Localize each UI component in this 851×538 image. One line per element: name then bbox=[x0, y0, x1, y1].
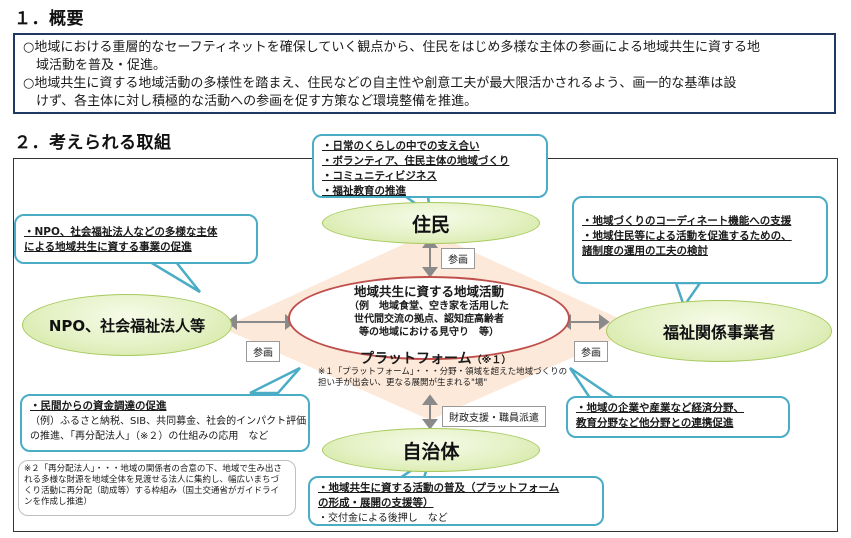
callout-line: ・交付金による後押し など bbox=[318, 513, 448, 524]
node-npo: NPO、社会福祉法人等 bbox=[22, 294, 232, 356]
callout-pointer-funding bbox=[249, 366, 301, 395]
callout-line: ・地域共生に資する活動の普及（プラットフォーム bbox=[318, 482, 560, 494]
center-activity-ellipse: 地域共生に資する地域活動 （例 地域食堂、空き家を活用した 世代間交流の拠点、認… bbox=[288, 276, 570, 360]
callout-funding: ・民間からの資金調達の促進 （例）ふるさと納税、SIB、共同募金、社会的インパク… bbox=[20, 394, 310, 452]
node-welfare: 福祉関係事業者 bbox=[606, 300, 832, 362]
overview-line: ○地域における重層的なセーフティネットを確保していく観点から、住民をはじめ多様な… bbox=[23, 40, 761, 55]
footnote-line: れる多様な財源を地域全体を見渡せる法人に集約し、幅広いまちづ bbox=[24, 475, 280, 485]
footnote-box: ※２「再分配法人」・・・地域の関係者の合意の下、地域で生み出さ れる多様な財源を… bbox=[18, 460, 296, 516]
callout-pointer-npo bbox=[145, 260, 201, 294]
callout-residents: ・日常のくらしの中での支え合い ・ボランティア、住民主体の地域づくり ・コミュニ… bbox=[312, 134, 548, 198]
center-title: 地域共生に資する地域活動 bbox=[353, 284, 504, 299]
node-municipality-label: 自治体 bbox=[402, 440, 460, 463]
callout-line: ・日常のくらしの中での支え合い bbox=[322, 140, 480, 152]
callout-line: ・NPO、社会福祉法人などの多様な主体 bbox=[24, 226, 218, 238]
platform-note-line: ※１「プラットフォーム」・・・分野・領域を超えた地域づくりの bbox=[318, 367, 568, 377]
callout-line: による地域共生に資する事業の促進 bbox=[24, 241, 192, 253]
tag-participation-top: 参画 bbox=[441, 248, 475, 269]
callout-funding-title: ・民間からの資金調達の促進 bbox=[30, 400, 167, 412]
tag-participation-right: 参画 bbox=[574, 341, 608, 362]
footnote-line: くり活動に再分配（助成等）する枠組み（国土交通省がガイドライ bbox=[24, 486, 280, 496]
callout-municipality: ・地域共生に資する活動の普及（プラットフォーム の形成・展開の支援等） ・交付金… bbox=[308, 476, 604, 526]
callout-welfare: ・地域づくりのコーディネート機能への支援 ・地域住民等による活動を促進するための… bbox=[572, 196, 828, 284]
center-line: 等の地域における見守り 等） bbox=[359, 327, 499, 338]
node-welfare-label: 福祉関係事業者 bbox=[662, 323, 775, 342]
node-residents: 住民 bbox=[322, 202, 540, 244]
center-line: （例 地域食堂、空き家を活用した bbox=[349, 301, 509, 312]
overview-line: 域活動を普及・促進。 bbox=[36, 58, 167, 73]
callout-business: ・地域の企業や産業など経済分野、 教育分野など他分野との連携促進 bbox=[566, 396, 790, 438]
section2-heading: ２．考えられる取組 bbox=[14, 133, 172, 153]
callout-pointer-business bbox=[568, 366, 619, 400]
section1-heading: １．概要 bbox=[14, 9, 84, 29]
node-npo-label: NPO、社会福祉法人等 bbox=[48, 316, 206, 335]
callout-line: ・コミュニティビジネス bbox=[322, 170, 437, 182]
callout-line: ・地域づくりのコーディネート機能への支援 bbox=[582, 215, 792, 227]
callout-line: ・地域の企業や産業など経済分野、 bbox=[576, 402, 744, 414]
overview-line: ○地域共生に資する地域活動の多様性を踏まえ、住民などの自主性や創意工夫が最大限活… bbox=[23, 76, 737, 91]
center-line: 世代間交流の拠点、認知症高齢者 bbox=[354, 314, 504, 325]
callout-line: ・福祉教育の推進 bbox=[322, 185, 406, 197]
platform-label: プラットフォーム（※１） bbox=[360, 348, 511, 368]
platform-note: ※１「プラットフォーム」・・・分野・領域を超えた地域づくりの 担い手が出会い、更… bbox=[318, 367, 567, 389]
callout-line: ・地域住民等による活動を促進するための、 bbox=[582, 230, 792, 242]
footnote-line: ※２「再分配法人」・・・地域の関係者の合意の下、地域で生み出さ bbox=[24, 464, 282, 474]
callout-line: 諸制度の運用の工夫の検討 bbox=[582, 245, 708, 257]
platform-title: プラットフォーム bbox=[360, 351, 472, 367]
tag-participation-left: 参画 bbox=[246, 341, 280, 362]
callout-line: の形成・展開の支援等） bbox=[318, 497, 434, 509]
callout-line: （例）ふるさと納税、SIB、共同募金、社会的インパクト評価 bbox=[30, 416, 307, 427]
tag-financial-support: 財政支援・職員派遣 bbox=[442, 406, 546, 427]
callout-line: の推進、「再分配法人」（※２）の仕組みの応用 など bbox=[30, 431, 269, 442]
node-municipality: 自治体 bbox=[322, 428, 540, 472]
node-residents-label: 住民 bbox=[411, 213, 450, 236]
callout-line: 教育分野など他分野との連携促進 bbox=[576, 417, 734, 429]
platform-mark: （※１） bbox=[471, 355, 512, 366]
platform-note-line: 担い手が出会い、更なる展開が生まれる"場" bbox=[318, 378, 488, 388]
overview-box: ○地域における重層的なセーフティネットを確保していく観点から、住民をはじめ多様な… bbox=[13, 33, 836, 114]
overview-line: けず、各主体に対し積極的な活動への参画を促す方策など環境整備を推進。 bbox=[36, 94, 478, 109]
callout-npo: ・NPO、社会福祉法人などの多様な主体 による地域共生に資する事業の促進 bbox=[14, 214, 258, 264]
callout-line: ・ボランティア、住民主体の地域づくり bbox=[322, 155, 510, 167]
footnote-line: ンを作成し推進） bbox=[24, 497, 93, 507]
